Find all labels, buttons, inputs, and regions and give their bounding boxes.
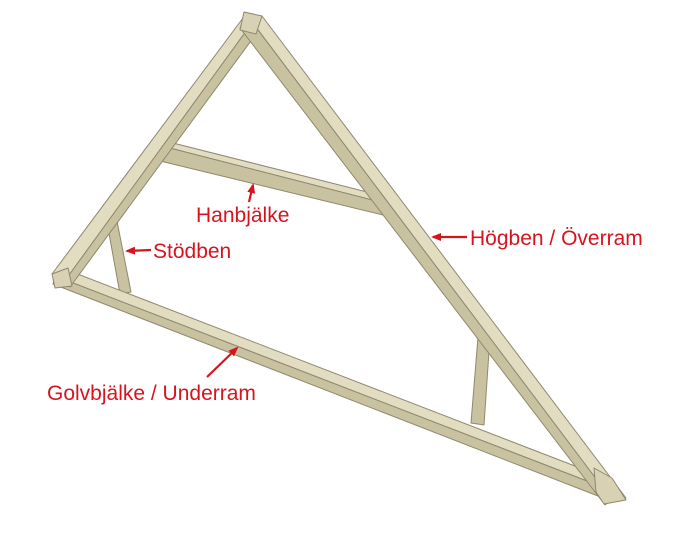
strut-label: Stödben: [153, 240, 231, 263]
strut-arrow: [125, 246, 152, 255]
truss-frame: [51, 11, 627, 506]
right-rafter: [239, 13, 627, 506]
callouts: Hanbjälke Stödben Högben / Överram Golvb…: [47, 183, 643, 405]
collar-beam-arrow: [247, 183, 256, 203]
left-foot-joint: [51, 267, 73, 289]
floor-joist-arrow: [206, 346, 239, 378]
collar-beam-label: Hanbjälke: [196, 204, 289, 227]
rafter-label: Högben / Överram: [470, 227, 643, 250]
floor-joist-label: Golvbjälke / Underram: [47, 382, 256, 405]
apex-joint: [239, 11, 263, 35]
right-foot-joint: [593, 467, 627, 505]
